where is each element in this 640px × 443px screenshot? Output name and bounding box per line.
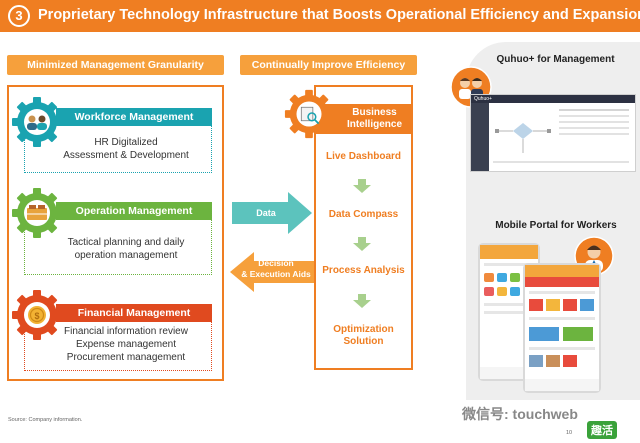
phone-2-tile	[546, 355, 560, 367]
phone-2-tile	[563, 355, 577, 367]
bi-title-box: Business Intelligence	[314, 104, 413, 134]
workforce-card-text: HR Digitalized Assessment & Development	[40, 136, 212, 162]
optimization-line-2: Solution	[343, 336, 384, 347]
middle-section-header: Continually Improve Efficiency	[240, 55, 417, 75]
phone-2-tile	[563, 299, 577, 311]
phone-2-tile	[529, 327, 559, 341]
management-title: Quhuo+ for Management	[496, 54, 615, 65]
operation-line-2: operation management	[74, 250, 178, 261]
worker-phone-2	[523, 263, 601, 393]
brand-logo: 趣活	[587, 421, 617, 439]
operation-card-text: Tactical planning and daily operation ma…	[40, 236, 212, 262]
left-section-header: Minimized Management Granularity	[7, 55, 224, 75]
operation-line-1: Tactical planning and daily	[67, 237, 185, 248]
decision-label-line-2: & Execution Aids	[241, 269, 311, 279]
operation-card-title: Operation Management	[56, 202, 212, 220]
workers-title: Mobile Portal for Workers	[495, 220, 617, 231]
phone-1-header	[480, 245, 538, 259]
step-process-analysis: Process Analysis	[322, 265, 405, 276]
step-live-dashboard: Live Dashboard	[325, 151, 402, 162]
wechat-watermark: 微信号: touchweb	[462, 406, 578, 422]
page-title: Proprietary Technology Infrastructure th…	[38, 7, 640, 23]
bi-title-line-2: Intelligence	[346, 119, 402, 130]
phone-1-line	[484, 311, 534, 314]
data-arrow-right	[232, 192, 312, 234]
phone-2-tile	[529, 299, 543, 311]
phone-2-line	[529, 317, 595, 320]
operation-gear-icon	[12, 188, 62, 238]
management-dashboard-screenshot: Quhuo+	[470, 94, 636, 172]
phone-2-line	[529, 347, 595, 350]
down-arrow-icon	[353, 179, 371, 193]
workforce-line-1: HR Digitalized	[94, 137, 158, 148]
dashboard-table-line	[559, 115, 629, 117]
phone-2-line	[529, 291, 595, 294]
phone-2-banner	[525, 277, 599, 287]
phone-2-tile	[529, 355, 543, 367]
optimization-line-1: Optimization	[333, 324, 394, 335]
page-number: 10	[566, 430, 573, 436]
financial-line-1: Financial information review	[64, 326, 188, 337]
dashboard-topbar	[471, 95, 635, 103]
dashboard-table-line	[559, 121, 629, 123]
financial-card-text: Financial information review Expense man…	[40, 325, 212, 364]
data-arrow-label: Data	[256, 208, 276, 218]
phone-2-tile	[546, 299, 560, 311]
phone-2-tile	[563, 327, 593, 341]
dashboard-table-line	[493, 161, 629, 163]
decision-arrow-label: Decision & Execution Aids	[238, 258, 314, 280]
dashboard-table-line	[559, 127, 629, 129]
step-optimization-solution: Optimization Solution	[314, 324, 413, 348]
financial-line-2: Expense management	[75, 339, 177, 350]
phone-1-tile	[484, 273, 494, 282]
decision-label-line-1: Decision	[258, 258, 294, 268]
bi-gear-icon	[284, 89, 334, 139]
phone-2-tabbar	[525, 379, 599, 391]
source-note: Source: Company information.	[8, 417, 83, 423]
dashboard-sidebar	[471, 103, 489, 171]
dashboard-app-name: Quhuo+	[474, 96, 492, 102]
step-data-compass: Data Compass	[328, 209, 399, 220]
phone-1-tile	[510, 273, 520, 282]
phone-1-tile	[510, 287, 520, 296]
dashboard-table-line	[559, 133, 629, 135]
phone-1-line	[484, 263, 534, 266]
financial-gear-icon: $	[12, 290, 62, 340]
dashboard-flow-graph	[495, 123, 551, 153]
phone-1-line	[484, 303, 534, 306]
left-frame	[7, 85, 224, 381]
title-bar: 3 Proprietary Technology Infrastructure …	[0, 0, 640, 32]
workforce-line-2: Assessment & Development	[63, 150, 189, 161]
financial-card-title: Financial Management	[56, 304, 212, 322]
section-number-badge: 3	[8, 5, 30, 27]
phone-1-tile	[497, 287, 507, 296]
down-arrow-icon	[353, 294, 371, 308]
phone-1-tile	[497, 273, 507, 282]
decision-arrow-left	[230, 252, 314, 292]
phone-1-tile	[484, 287, 494, 296]
phone-2-header	[525, 265, 599, 277]
workforce-gear-icon	[12, 97, 62, 147]
bi-title-line-1: Business	[352, 107, 397, 118]
svg-text:$: $	[34, 311, 39, 321]
financial-line-3: Procurement management	[66, 352, 186, 363]
workforce-card-title: Workforce Management	[56, 108, 212, 126]
down-arrow-icon	[353, 237, 371, 251]
dashboard-table-line	[559, 109, 629, 111]
phone-2-tile	[580, 299, 594, 311]
